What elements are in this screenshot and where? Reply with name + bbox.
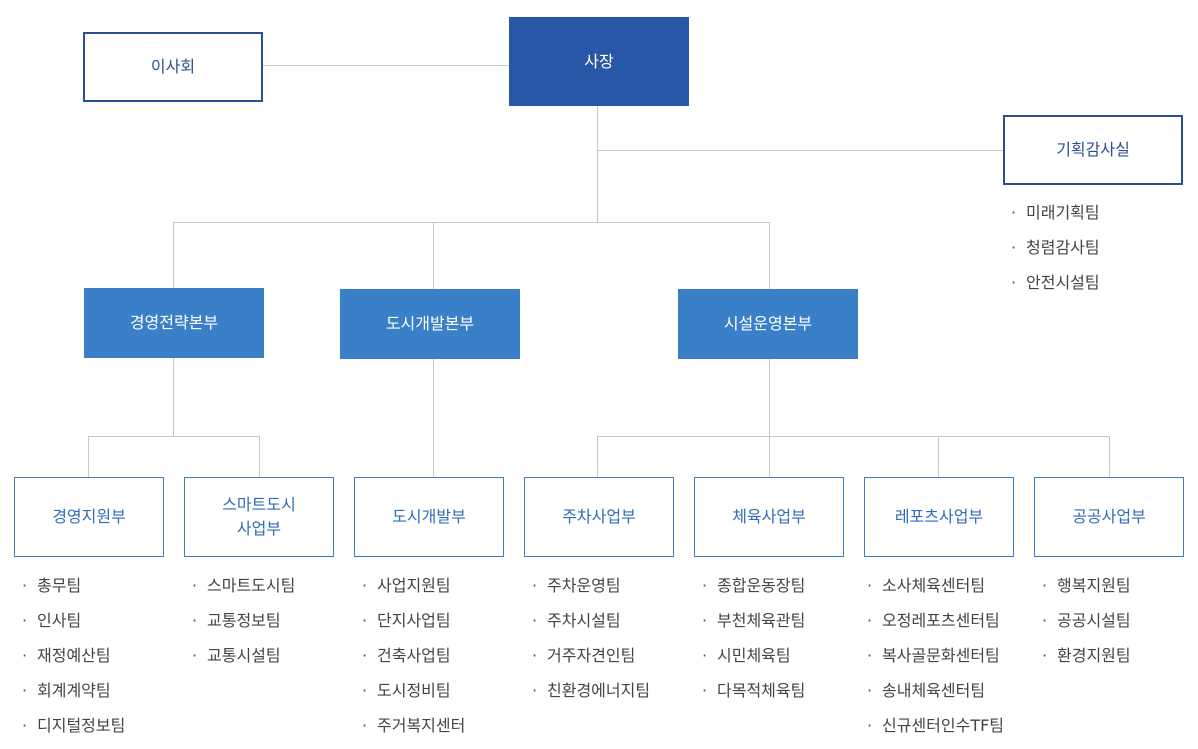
team-item: 복사골문화센터팀 [867, 644, 1004, 679]
dept-box-smart-city: 스마트도시 사업부 [184, 477, 334, 557]
ceo-box: 사장 [509, 17, 689, 106]
team-item: 스마트도시팀 [192, 574, 295, 609]
dept-label: 공공사업부 [1072, 507, 1146, 526]
team-list-sports: 종합운동장팀 부천체육관팀 시민체육팀 다목적체육팀 [702, 574, 805, 714]
team-list-leisure-sports: 소사체육센터팀 오정레포츠센터팀 복사골문화센터팀 송내체육센터팀 신규센터인수… [867, 574, 1004, 749]
dept-label: 레포츠사업부 [894, 507, 984, 526]
team-item: 오정레포츠센터팀 [867, 609, 1004, 644]
team-item: 공공시설팀 [1042, 609, 1131, 644]
audit-team-list: 미래기획팀 청렴감사팀 안전시설팀 [1011, 201, 1100, 306]
dept-box-leisure-sports: 레포츠사업부 [864, 477, 1014, 557]
team-item: 친환경에너지팀 [532, 679, 650, 714]
team-item: 도시정비팀 [362, 679, 465, 714]
dept-label: 스마트도시 사업부 [222, 495, 296, 538]
audit-office-box: 기획감사실 [1003, 115, 1183, 185]
hq-box-facility-operation: 시설운영본부 [678, 289, 858, 359]
team-item: 주차운영팀 [532, 574, 650, 609]
team-item: 사업지원팀 [362, 574, 465, 609]
dept-label: 주차사업부 [562, 507, 636, 526]
team-item: 종합운동장팀 [702, 574, 805, 609]
audit-office-label: 기획감사실 [1056, 140, 1130, 159]
team-item: 교통정보팀 [192, 609, 295, 644]
team-item: 송내체육센터팀 [867, 679, 1004, 714]
team-item: 단지사업팀 [362, 609, 465, 644]
team-item: 신규센터인수TF팀 [867, 714, 1004, 749]
dept-box-public-business: 공공사업부 [1034, 477, 1184, 557]
dept-box-management-support: 경영지원부 [14, 477, 164, 557]
team-list-management-support: 총무팀 인사팀 재정예산팀 회계계약팀 디지털정보팀 [22, 574, 125, 749]
team-list-public-business: 행복지원팀 공공시설팀 환경지원팀 [1042, 574, 1131, 679]
team-item: 시민체육팀 [702, 644, 805, 679]
board-box: 이사회 [83, 32, 263, 102]
team-item: 거주자견인팀 [532, 644, 650, 679]
board-label: 이사회 [150, 57, 196, 76]
ceo-label: 사장 [584, 51, 614, 71]
team-item: 교통시설팀 [192, 644, 295, 679]
dept-label: 체육사업부 [732, 507, 806, 526]
dept-label: 도시개발부 [392, 507, 466, 526]
team-item: 재정예산팀 [22, 644, 125, 679]
team-item: 부천체육관팀 [702, 609, 805, 644]
team-item: 주거복지센터 [362, 714, 465, 749]
team-item: 총무팀 [22, 574, 125, 609]
hq-label: 도시개발본부 [385, 314, 475, 333]
hq-box-management-strategy: 경영전략본부 [84, 288, 264, 358]
dept-box-parking: 주차사업부 [524, 477, 674, 557]
team-item: 디지털정보팀 [22, 714, 125, 749]
dept-box-sports: 체육사업부 [694, 477, 844, 557]
dept-label: 경영지원부 [52, 507, 126, 526]
team-item: 인사팀 [22, 609, 125, 644]
hq-label: 시설운영본부 [723, 314, 813, 333]
team-list-smart-city: 스마트도시팀 교통정보팀 교통시설팀 [192, 574, 295, 679]
team-item: 청렴감사팀 [1011, 236, 1100, 271]
team-item: 환경지원팀 [1042, 644, 1131, 679]
team-list-urban-development: 사업지원팀 단지사업팀 건축사업팀 도시정비팀 주거복지센터 [362, 574, 465, 749]
team-item: 건축사업팀 [362, 644, 465, 679]
team-list-parking: 주차운영팀 주차시설팀 거주자견인팀 친환경에너지팀 [532, 574, 650, 714]
team-item: 행복지원팀 [1042, 574, 1131, 609]
team-item: 미래기획팀 [1011, 201, 1100, 236]
dept-box-urban-development: 도시개발부 [354, 477, 504, 557]
team-item: 안전시설팀 [1011, 271, 1100, 306]
team-item: 회계계약팀 [22, 679, 125, 714]
hq-label: 경영전략본부 [129, 313, 219, 332]
team-item: 소사체육센터팀 [867, 574, 1004, 609]
hq-box-urban-development: 도시개발본부 [340, 289, 520, 359]
team-item: 주차시설팀 [532, 609, 650, 644]
team-item: 다목적체육팀 [702, 679, 805, 714]
